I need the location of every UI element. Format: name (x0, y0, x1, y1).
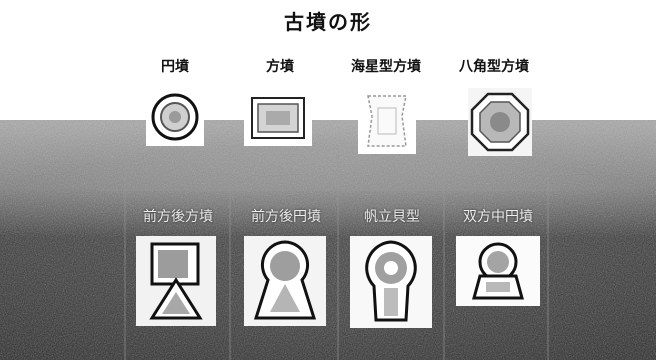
diagram-title: 古墳の形 (284, 10, 372, 34)
keyhole-mound-icon (244, 236, 326, 326)
round-mound-icon (146, 88, 204, 146)
front-square-back-square-mound-icon (136, 236, 216, 326)
label-starfish-hofun: 海星型方墳 (351, 59, 421, 75)
twin-square-round-mound-icon (456, 236, 540, 306)
label-sohochuen: 双方中円墳 (463, 209, 533, 225)
starfish-square-mound-icon (358, 88, 416, 154)
square-mound-icon (244, 88, 312, 146)
label-enpun: 円墳 (161, 59, 189, 75)
label-zenpo-koen: 前方後円墳 (251, 209, 321, 225)
octagonal-mound-icon (468, 88, 532, 156)
label-zenpo-koho: 前方後方墳 (143, 209, 213, 225)
label-hotategai: 帆立貝型 (364, 209, 420, 225)
scallop-shell-mound-icon (350, 236, 432, 328)
label-hofun: 方墳 (266, 59, 294, 75)
label-octagon-hofun: 八角型方墳 (459, 59, 529, 75)
